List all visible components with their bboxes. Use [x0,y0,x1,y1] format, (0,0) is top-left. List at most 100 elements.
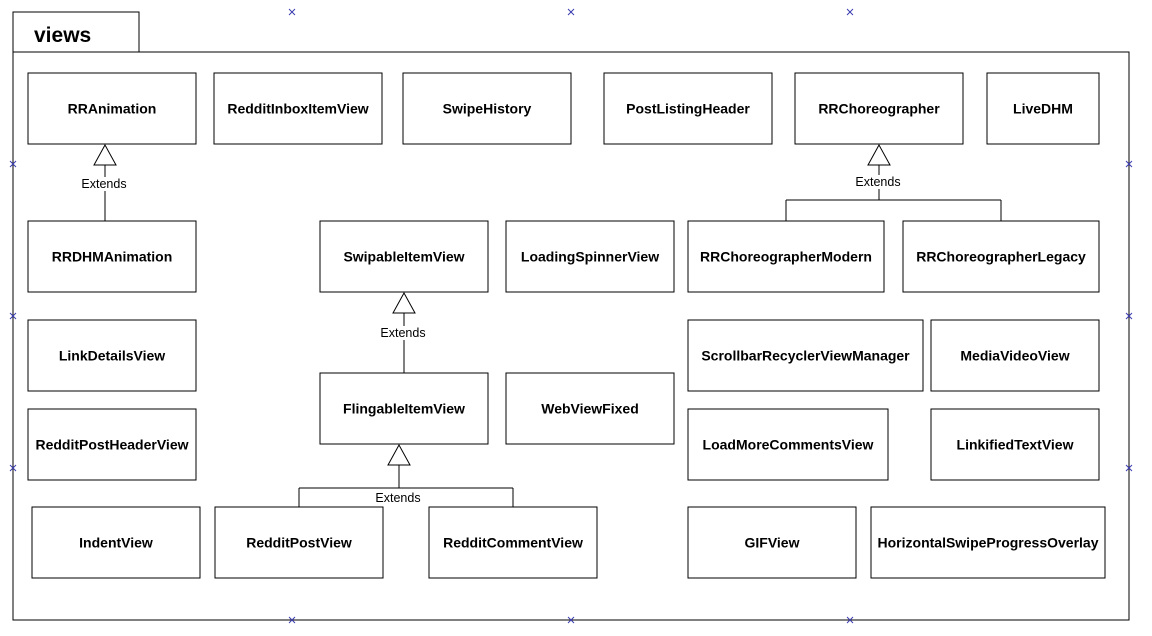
class-scrollbar-recycler-view-manager[interactable]: ScrollbarRecyclerViewManager [687,319,924,392]
label-background [852,175,904,189]
class-reddit-comment-view[interactable]: RedditCommentView [428,506,598,579]
class-name: LinkDetailsView [59,348,165,364]
classes-layer: RRAnimation RedditInboxItemView SwipeHisto… [27,72,1106,579]
class-load-more-comments-view[interactable]: LoadMoreCommentsView [687,408,889,481]
class-box [986,72,1100,145]
class-name: GIFView [745,535,800,551]
class-box [31,506,201,579]
class-reddit-inbox-item-view[interactable]: RedditInboxItemView [213,72,383,145]
selection-handle[interactable] [1125,160,1133,168]
class-box [505,372,675,445]
class-box [213,72,383,145]
class-gif-view[interactable]: GIFView [687,506,857,579]
selection-handles[interactable] [9,8,1133,624]
class-name: WebViewFixed [541,401,639,417]
class-media-video-view[interactable]: MediaVideoView [930,319,1100,392]
class-box [27,72,197,145]
class-indent-view[interactable]: IndentView [31,506,201,579]
class-box [27,220,197,293]
selection-handle[interactable] [9,312,17,320]
class-name: MediaVideoView [960,348,1069,364]
label-background [78,177,130,191]
label-background [372,491,424,505]
package-tab [12,11,140,54]
class-horizontal-swipe-progress-overlay[interactable]: HorizontalSwipeProgressOverlay [870,506,1106,579]
class-rr-animation[interactable]: RRAnimation [27,72,197,145]
selection-handle[interactable] [846,616,854,624]
selection-handle[interactable] [1125,464,1133,472]
class-loading-spinner-view[interactable]: LoadingSpinnerView [505,220,675,293]
class-post-listing-header[interactable]: PostListingHeader [603,72,773,145]
class-box [27,408,197,481]
class-name: RedditPostHeaderView [35,437,188,453]
class-web-view-fixed[interactable]: WebViewFixed [505,372,675,445]
selection-handle[interactable] [9,464,17,472]
class-box [603,72,773,145]
class-name: RedditPostView [246,535,352,551]
class-reddit-post-header-view[interactable]: RedditPostHeaderView [27,408,197,481]
selection-handle[interactable] [1125,312,1133,320]
class-name: LoadMoreCommentsView [703,437,874,453]
class-name: RedditInboxItemView [227,101,368,117]
class-name: HorizontalSwipeProgressOverlay [878,535,1099,551]
label-background [377,326,429,340]
extends-label: Extends [855,175,900,189]
inheritance-arrowhead [387,443,411,466]
inheritance-arrowhead [93,143,117,166]
class-name: ScrollbarRecyclerViewManager [701,348,910,364]
class-box [319,220,489,293]
selection-handle[interactable] [846,8,854,16]
class-name: LinkifiedTextView [957,437,1074,453]
class-box [505,220,675,293]
class-box [687,319,924,392]
class-name: RedditCommentView [443,535,583,551]
extends-relation-swipable-item-view[interactable]: Extends [377,291,429,373]
class-box [930,408,1100,481]
class-reddit-post-view[interactable]: RedditPostView [214,506,384,579]
class-live-dhm[interactable]: LiveDHM [986,72,1100,145]
selection-handle[interactable] [567,8,575,16]
selection-handle[interactable] [288,8,296,16]
class-box [930,319,1100,392]
class-box [687,506,857,579]
class-flingable-item-view[interactable]: FlingableItemView [319,372,489,445]
extends-relation-flingable-item-view[interactable]: Extends [298,443,514,507]
class-name: RRChoreographer [818,101,940,117]
class-rrdhm-animation[interactable]: RRDHMAnimation [27,220,197,293]
selection-handle[interactable] [288,616,296,624]
class-box [319,372,489,445]
class-box [902,220,1100,293]
selection-handle[interactable] [567,616,575,624]
class-name: SwipableItemView [343,249,464,265]
class-box [870,506,1106,579]
class-box [214,506,384,579]
extends-label: Extends [380,326,425,340]
class-name: LoadingSpinnerView [521,249,659,265]
class-box [402,72,572,145]
class-link-details-view[interactable]: LinkDetailsView [27,319,197,392]
class-box [428,506,598,579]
extends-label: Extends [375,491,420,505]
class-linkified-text-view[interactable]: LinkifiedTextView [930,408,1100,481]
class-name: PostListingHeader [626,101,750,117]
class-rr-choreographer-legacy[interactable]: RRChoreographerLegacy [902,220,1100,293]
extends-relation-rr-animation[interactable]: Extends [78,143,130,221]
selection-handle[interactable] [9,160,17,168]
class-name: IndentView [79,535,153,551]
class-swipe-history[interactable]: SwipeHistory [402,72,572,145]
class-name: LiveDHM [1013,101,1073,117]
class-box [27,319,197,392]
extends-relation-rr-choreographer[interactable]: Extends [785,143,1002,221]
class-rr-choreographer-modern[interactable]: RRChoreographerModern [687,220,885,293]
class-box [687,408,889,481]
package-title: views [34,24,91,47]
class-name: RRAnimation [68,101,157,117]
class-name: SwipeHistory [443,101,532,117]
class-swipable-item-view[interactable]: SwipableItemView [319,220,489,293]
class-rr-choreographer[interactable]: RRChoreographer [794,72,964,145]
class-name: RRDHMAnimation [52,249,173,265]
inheritance-arrowhead [867,143,891,166]
class-box [687,220,885,293]
